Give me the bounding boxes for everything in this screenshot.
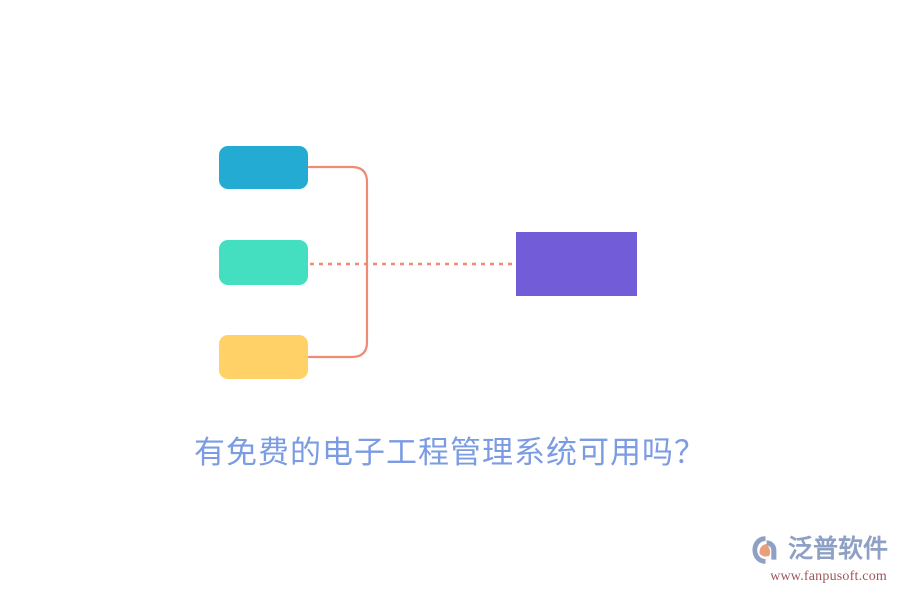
page-title: 有免费的电子工程管理系统可用吗？ [194, 435, 706, 470]
brand-watermark: 泛普软件 www.fanpusoft.com [752, 532, 888, 594]
brand-name: 泛普软件 [787, 536, 888, 563]
diagram-container [219, 146, 637, 379]
brand-url: www.fanpusoft.com [770, 569, 887, 584]
connector-lines [307, 165, 516, 359]
block-node-purple [516, 232, 637, 296]
logo-row: 泛普软件 [752, 532, 888, 568]
fanpu-logo-icon [752, 536, 777, 564]
block-node-teal [219, 240, 308, 285]
block-node-yellow [219, 335, 308, 379]
bracket-connector [307, 165, 369, 359]
block-node-blue [219, 146, 308, 189]
